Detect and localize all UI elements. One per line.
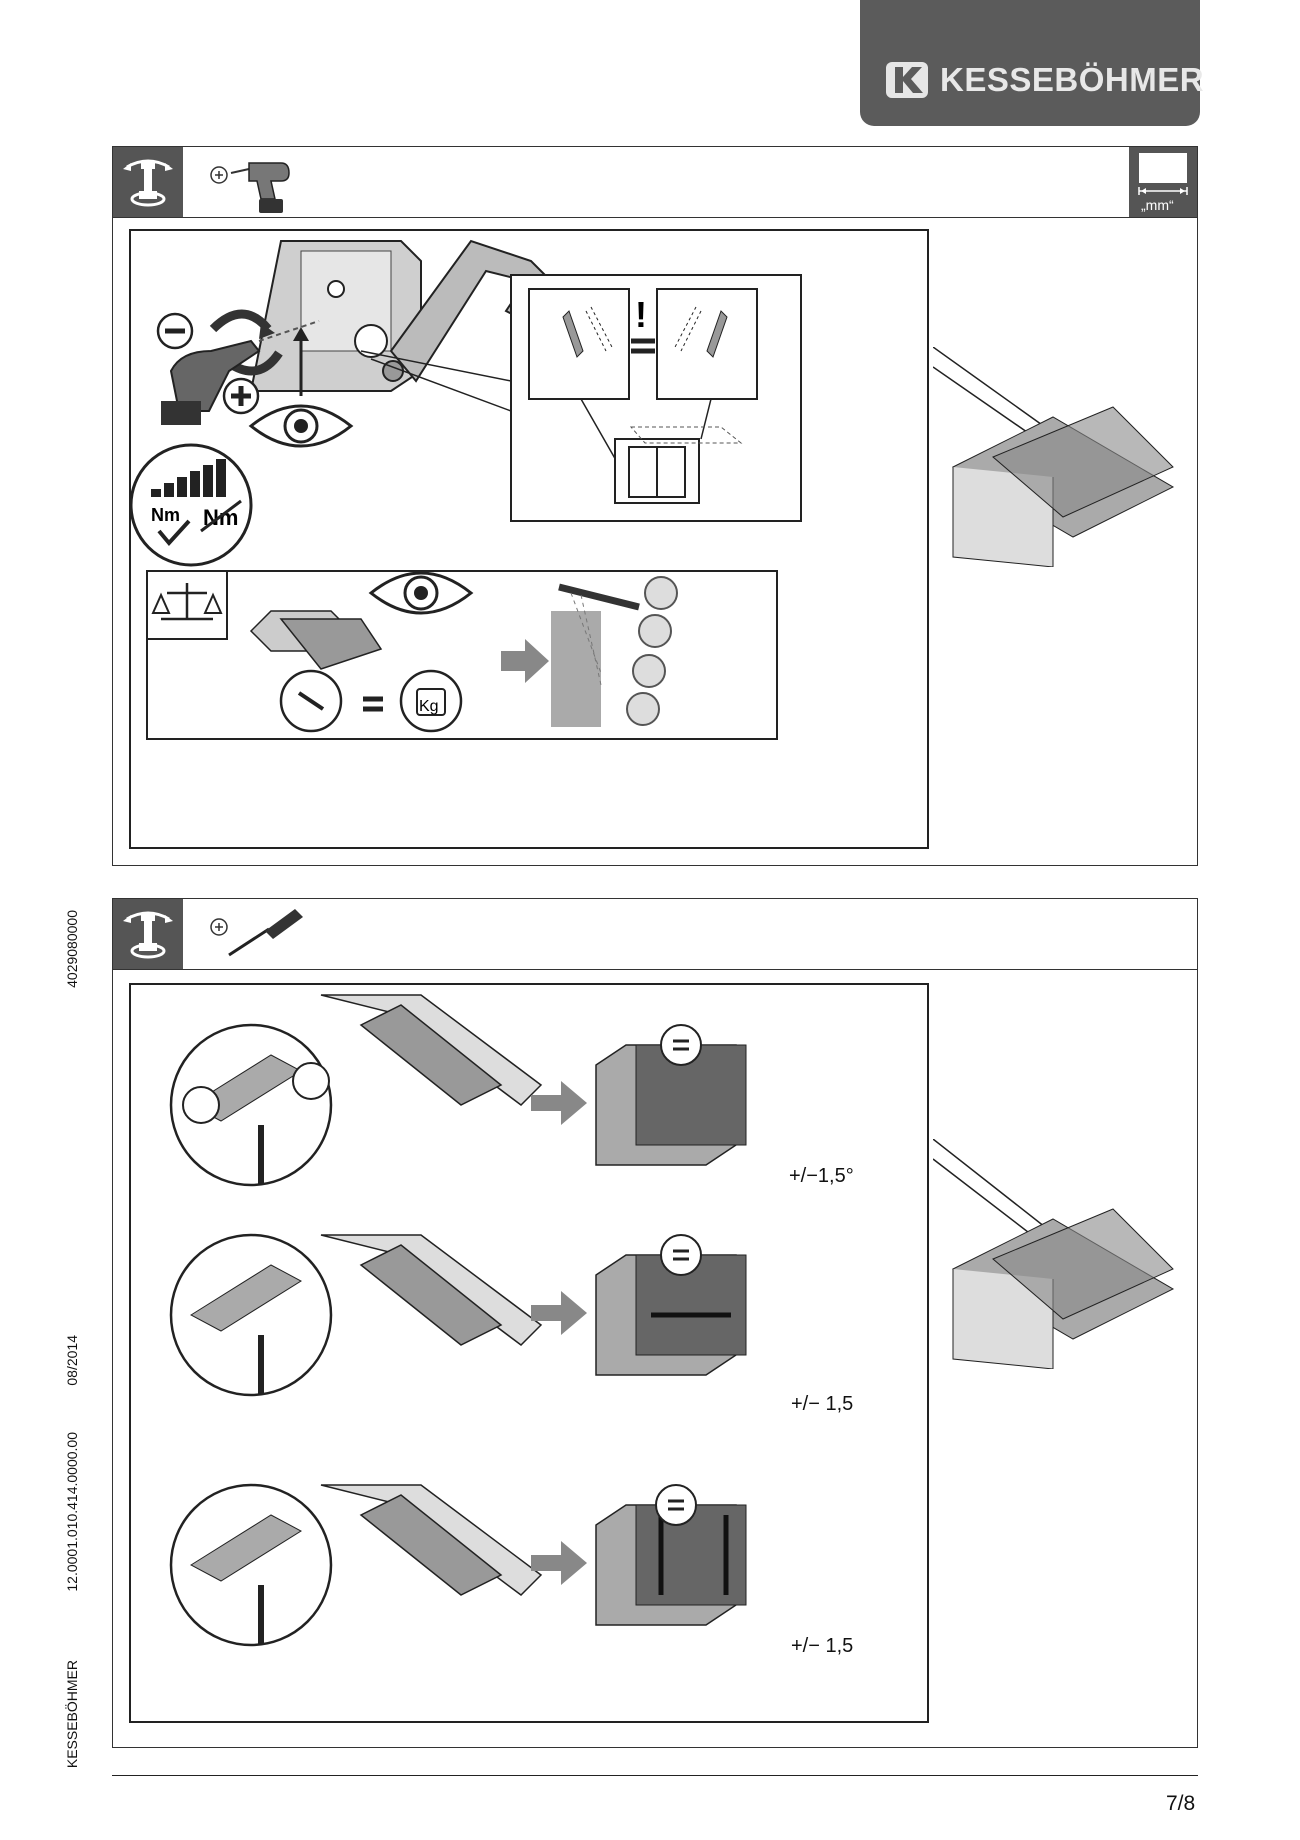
step-1-illustration: Nm Nm ! bbox=[131, 239, 802, 740]
article-number: 4029080000 bbox=[64, 910, 80, 988]
step-2-illustration bbox=[169, 994, 747, 1647]
cordless-drill-icon bbox=[205, 149, 315, 215]
brand-name: KESSEBÖHMER bbox=[940, 61, 1205, 98]
step-1-panel: „mm“ bbox=[112, 146, 1198, 866]
torque-setting-symbol: Nm Nm bbox=[131, 443, 253, 567]
step-2-main-frame: +/−1,5° +/− 1,5 +/− 1,5 bbox=[129, 983, 929, 1723]
vertical-adjust-value: +/− 1,5 bbox=[791, 1635, 854, 1657]
svg-text:Nm: Nm bbox=[151, 505, 180, 525]
page-number: 7/8 bbox=[1166, 1792, 1196, 1815]
lift-adjust-icon bbox=[113, 147, 183, 217]
kessebohmer-logo-icon bbox=[886, 62, 928, 98]
step-1-main-frame: Nm Nm ! bbox=[129, 229, 929, 849]
document-date: 08/2014 bbox=[64, 1335, 80, 1386]
document-number: 12.0001.010.414.0000.00 bbox=[64, 1432, 80, 1592]
adjust-row-vertical bbox=[169, 1483, 747, 1647]
rotate-minus-plus-symbols bbox=[156, 309, 283, 415]
company-name: KESSEBÖHMER bbox=[64, 1660, 80, 1769]
footer-rule bbox=[112, 1775, 1198, 1776]
eye-inspect-symbol bbox=[248, 327, 354, 448]
lift-mechanism-drawing bbox=[249, 239, 553, 392]
step-1-cabinet-drawing bbox=[933, 347, 1175, 567]
measure-mm-icon: „mm“ bbox=[1129, 147, 1197, 217]
balance-check-box: Kg bbox=[146, 570, 778, 740]
adjust-row-horizontal bbox=[169, 1233, 747, 1397]
drill-drawing bbox=[161, 320, 320, 425]
step-2-panel: +/−1,5° +/− 1,5 +/− 1,5 bbox=[112, 898, 1198, 1748]
lift-adjust-icon bbox=[113, 899, 183, 969]
screwdriver-icon bbox=[205, 903, 315, 965]
step-2-cabinet-drawing bbox=[933, 1139, 1175, 1369]
brand-header: KESSEBÖHMER bbox=[860, 0, 1204, 126]
step-2-header bbox=[113, 899, 1197, 970]
adjust-row-tilt bbox=[169, 994, 747, 1187]
step-1-header: „mm“ bbox=[113, 147, 1197, 218]
detail-callout-box: ! bbox=[510, 274, 802, 522]
horizontal-adjust-value: +/− 1,5 bbox=[791, 1393, 854, 1415]
svg-text:Kg: Kg bbox=[419, 698, 439, 715]
mm-label: „mm“ bbox=[1141, 197, 1174, 213]
tilt-adjust-value: +/−1,5° bbox=[789, 1165, 854, 1187]
svg-text:!: ! bbox=[635, 294, 647, 335]
